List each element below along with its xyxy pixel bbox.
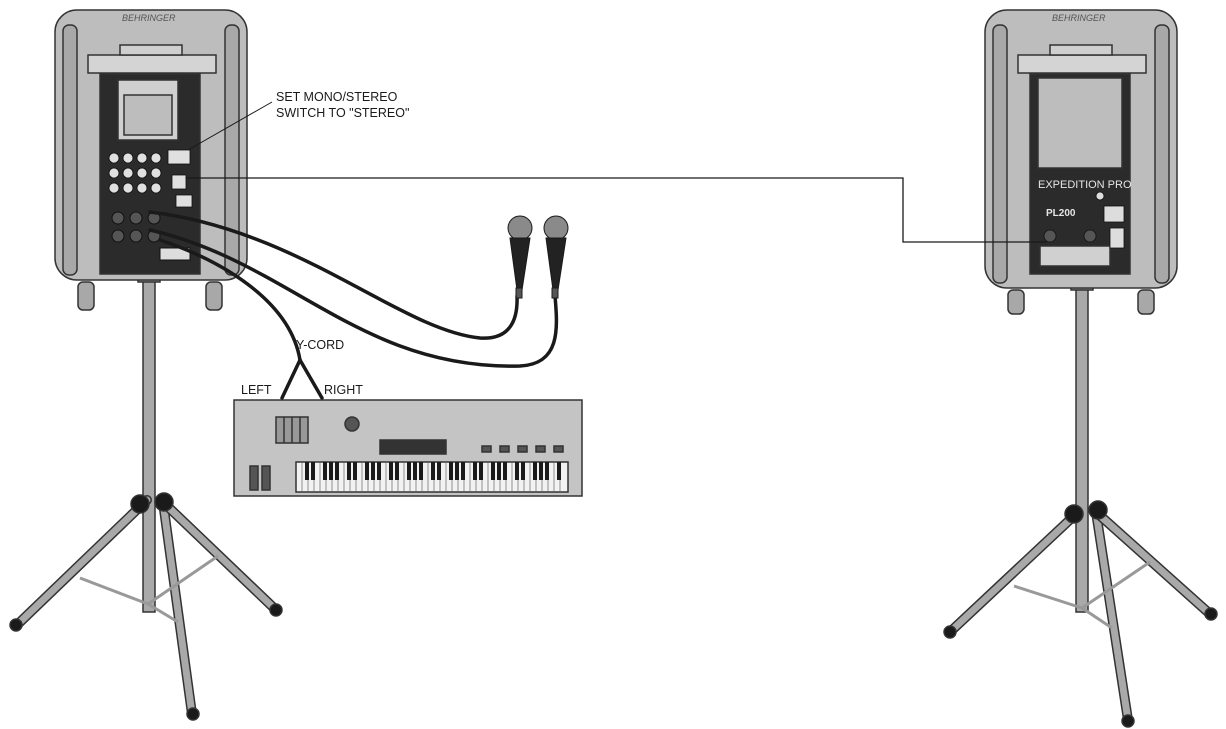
microphone-1 <box>507 215 533 299</box>
mic-2-cable <box>148 228 559 368</box>
keyboard-y-cord <box>158 238 302 362</box>
left-input-jacks <box>111 211 191 261</box>
keyboard-synth <box>233 399 583 497</box>
y-cord-right-branch <box>298 358 324 400</box>
left-speaker: BEHRINGER <box>54 9 248 311</box>
left-speaker-brand: BEHRINGER <box>122 13 176 23</box>
microphone-2 <box>543 215 569 299</box>
mono-stereo-note-line2: SWITCH TO "STEREO" <box>276 106 409 120</box>
right-speaker-model: EXPEDITION PRO <box>1038 179 1132 191</box>
left-channel-label: LEFT <box>241 383 272 397</box>
cables <box>148 177 1047 400</box>
y-cord-left-branch <box>280 358 302 400</box>
left-speaker-stand <box>9 267 283 721</box>
y-cord-label: Y-CORD <box>296 338 344 352</box>
mic-1-cable <box>148 210 519 340</box>
speaker-link-cable <box>185 177 1047 243</box>
left-mixer-controls <box>108 149 193 208</box>
right-channel-label: RIGHT <box>324 383 363 397</box>
right-speaker-stand <box>943 275 1218 728</box>
right-panel-controls <box>1043 191 1125 249</box>
mono-stereo-note-line1: SET MONO/STEREO <box>276 90 398 104</box>
right-speaker: BEHRINGER EXPEDITION PRO PL200 <box>984 9 1178 315</box>
switch-leader-line <box>187 101 273 151</box>
right-speaker-brand: BEHRINGER <box>1052 13 1106 23</box>
right-speaker-model-code: PL200 <box>1046 208 1076 219</box>
